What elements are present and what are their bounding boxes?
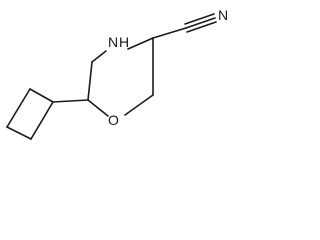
bond-ring-c5-to-n [91, 50, 107, 63]
bond-c6-to-cyclobutyl [52, 99, 89, 103]
bond-cyclobutyl-left [6, 88, 31, 128]
bond-ring-o-to-c6 [87, 99, 109, 117]
atom-label-ring-o: O [108, 112, 119, 128]
atom-label-amine-h: H [119, 34, 129, 50]
bond-cyclobutyl-bottom [6, 126, 32, 140]
bond-ring-c6-to-c5 [87, 61, 93, 101]
bond-nitrile-triple-3 [186, 21, 217, 33]
atom-label-nitrile-n: N [218, 7, 228, 23]
bond-cyclobutyl-right [30, 101, 54, 140]
bond-ring-c2-to-o [124, 94, 154, 116]
bond-nitrile-triple-1 [184, 13, 215, 25]
bond-cyclobutyl-top [29, 88, 54, 103]
molecule-structure: N H N O [6, 7, 228, 140]
bond-nitrile-triple-2 [185, 17, 216, 29]
atom-label-amine-n: N [108, 34, 118, 50]
bond-c3-to-nitrile-carbon [152, 27, 187, 39]
bond-ring-n-to-c3 [127, 37, 154, 50]
